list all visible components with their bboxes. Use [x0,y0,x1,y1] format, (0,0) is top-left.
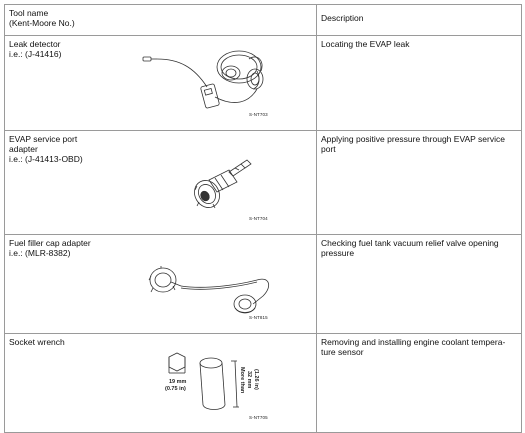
image-code: S-NT703 [249,112,268,117]
tool-number: i.e.: (MLR-8382) [9,248,71,258]
description-text: Removing and installing engine coolant t… [321,337,506,347]
image-code: S-NT704 [249,216,268,221]
description-cell: Locating the EVAP leak [316,35,522,131]
tool-name-cell: Leak detector i.e.: (J-41416) [4,35,317,131]
length-mm-label: 32 mm [246,371,252,389]
header-kent-moore-no: (Kent-Moore No.) [9,18,75,28]
tool-name: EVAP service port [9,134,78,144]
socket-wrench-illustration: 19 mm (0.75 in) More than 32 mm (1.26 in… [165,352,259,410]
tool-name: Fuel filler cap adapter [9,238,91,248]
fuel-filler-cap-adapter-illustration [148,266,270,314]
description-text: Checking fuel tank vacuum relief valve o… [321,238,499,248]
evap-port-adapter-illustration [194,159,252,209]
description-cell: Checking fuel tank vacuum relief valve o… [316,234,522,334]
header-description-cell: Description [316,4,522,36]
tool-name-cell: Socket wrench [4,333,317,433]
tool-table-sheet: Tool name (Kent-Moore No.) Description L… [4,4,522,433]
hex-size-label: 19 mm [169,379,187,385]
length-inch-label: (1.26 in) [253,369,259,390]
description-cell: Applying positive pressure through EVAP … [316,130,522,235]
table-row: Leak detector i.e.: (J-41416) [4,35,522,131]
description-text: Locating the EVAP leak [321,39,410,49]
image-code: S-NT815 [249,315,268,320]
length-label: More than [239,367,245,394]
special-service-tools-table: Tool name (Kent-Moore No.) Description L… [4,4,522,433]
table-row: EVAP service port adapter i.e.: (J-41413… [4,130,522,235]
tool-name: Leak detector [9,39,61,49]
tool-name-cont: adapter [9,144,38,154]
table-header-row: Tool name (Kent-Moore No.) Description [4,4,522,36]
table-row: Socket wrench [4,333,522,433]
tool-number: i.e.: (J-41416) [9,49,62,59]
description-text-cont: pressure [321,248,355,258]
description-cell: Removing and installing engine coolant t… [316,333,522,433]
tool-name-cell: Fuel filler cap adapter i.e.: (MLR-8382) [4,234,317,334]
description-text-cont: port [321,144,336,154]
image-code: S-NT705 [249,415,268,420]
description-text-cont: ture sensor [321,347,364,357]
tool-name-cell: EVAP service port adapter i.e.: (J-41413… [4,130,317,235]
leak-detector-illustration [142,50,264,109]
header-description: Description [321,13,364,23]
header-tool-name: Tool name [9,8,49,18]
hex-size-inch-label: (0.75 in) [165,386,186,392]
tool-number: i.e.: (J-41413-OBD) [9,154,83,164]
tool-name: Socket wrench [9,337,65,347]
header-tool-name-cell: Tool name (Kent-Moore No.) [4,4,317,36]
description-text: Applying positive pressure through EVAP … [321,134,505,144]
table-row: Fuel filler cap adapter i.e.: (MLR-8382) [4,234,522,334]
